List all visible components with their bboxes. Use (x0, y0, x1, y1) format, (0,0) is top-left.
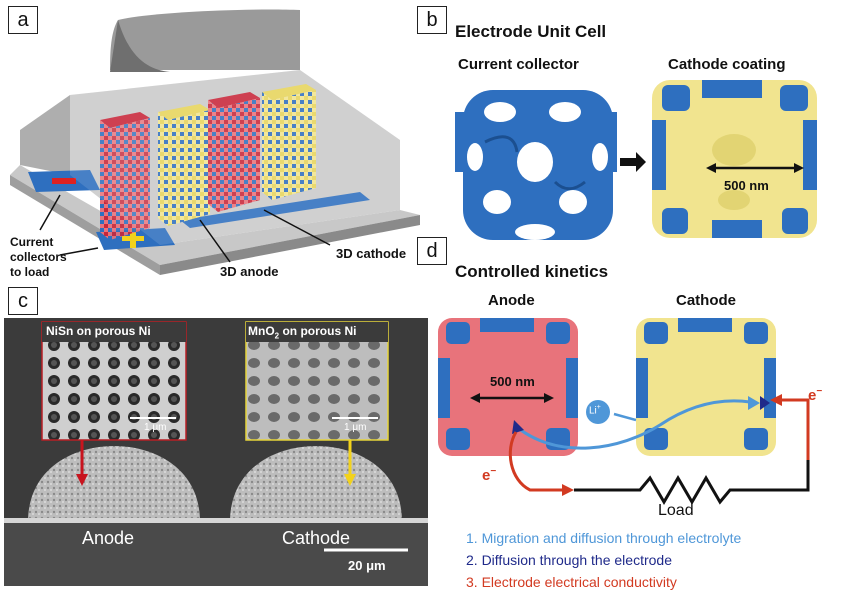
electron-symbol-right: e (808, 387, 817, 404)
panel-d-title: Controlled kinetics (455, 262, 609, 281)
cathode-coating-label: Cathode coating (668, 56, 786, 73)
panel-label-d: d (417, 237, 447, 265)
label-current-collectors-1: Current (10, 235, 54, 249)
sem-scale-label: 20 μm (348, 558, 386, 573)
label-current-collectors-3: to load (10, 265, 50, 279)
inset-cathode-title-sub: 2 (274, 331, 280, 341)
kinetics-cathode-label: Cathode (676, 292, 736, 309)
sem-cathode-label: Cathode (282, 528, 351, 548)
panel-label-a: a (8, 6, 38, 34)
label-3d-cathode: 3D cathode (336, 246, 407, 261)
electron-label-right: e− (808, 386, 822, 404)
unit-cell-illustration (455, 80, 817, 240)
legend-item-2: 2. Diffusion through the electrode (466, 552, 672, 568)
battery-3d-illustration (10, 9, 420, 275)
electron-charge-left: − (490, 466, 497, 477)
kinetics-scale-label: 500 nm (490, 374, 535, 389)
label-3d-anode: 3D anode (220, 264, 279, 279)
inset-anode-scale: 1 μm (144, 422, 167, 433)
sem-anode-label: Anode (82, 528, 135, 548)
label-current-collectors-2: collectors (10, 250, 67, 264)
inset-anode-title: NiSn on porous Ni (46, 324, 151, 338)
panel-label-b: b (417, 6, 447, 34)
sem-micrograph: NiSn on porous Ni MnO2 on porous Ni 1 μm… (4, 318, 428, 586)
inset-cathode-title: MnO2 on porous Ni (248, 324, 356, 340)
legend-item-3: 3. Electrode electrical conductivity (466, 574, 677, 590)
inset-cathode-title-rest: on porous Ni (279, 324, 357, 338)
li-ion-charge: + (596, 404, 601, 411)
electron-symbol-left: e (482, 467, 491, 484)
panel-label-c: c (8, 287, 38, 315)
unit-cell-scale-label: 500 nm (724, 178, 769, 193)
current-collector-label: Current collector (458, 56, 579, 73)
inset-cathode-title-main: MnO (248, 324, 275, 338)
inset-cathode-scale: 1 μm (344, 422, 367, 433)
load-label: Load (658, 502, 694, 519)
kinetics-anode-label: Anode (488, 292, 535, 309)
legend-item-1: 1. Migration and diffusion through elect… (466, 530, 742, 546)
panel-b-title: Electrode Unit Cell (455, 22, 607, 41)
li-ion-symbol: Li (589, 405, 597, 417)
electron-charge-right: − (816, 386, 823, 397)
electron-label-left: e− (482, 466, 496, 484)
li-ion-label: Li+ (589, 404, 601, 416)
